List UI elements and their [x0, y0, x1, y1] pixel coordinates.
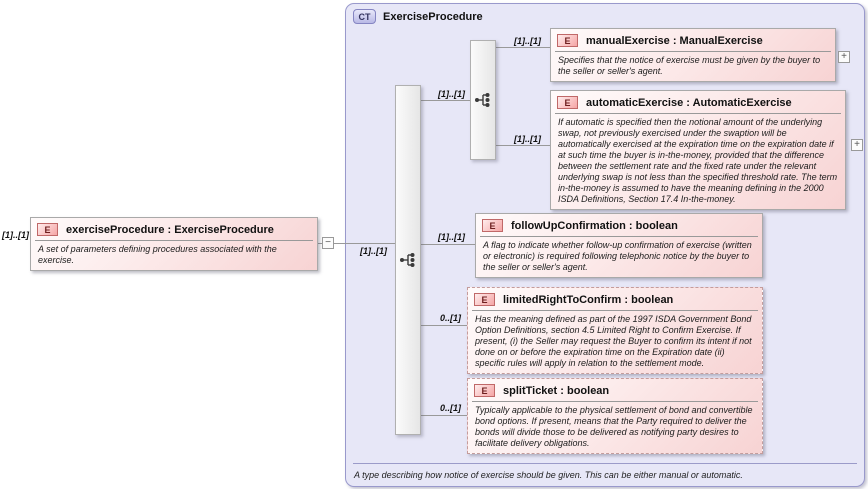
cardinality-label-limited: 0..[1] [440, 313, 462, 323]
cardinality-label-root-to-sequence: [1]..[1] [360, 246, 387, 256]
element-icon: E [474, 384, 495, 397]
cardinality-label-split: 0..[1] [440, 403, 462, 413]
element-annotation: If automatic is specified then the notio… [555, 113, 841, 209]
connector-line-sequence-to-split [421, 415, 467, 416]
connector-line-choice-to-automatic [496, 145, 550, 146]
complex-type-annotation: A type describing how notice of exercise… [354, 470, 743, 480]
expand-button-automaticexercise[interactable]: + [851, 139, 863, 151]
element-annotation: Typically applicable to the physical set… [472, 401, 758, 453]
sequence-icon [400, 253, 415, 267]
connector-line-sequence-to-followup [421, 244, 475, 245]
element-node-manualexercise[interactable]: E manualExercise : ManualExercise Specif… [550, 28, 836, 82]
element-name: splitTicket : boolean [503, 384, 610, 397]
element-annotation: Has the meaning defined as part of the 1… [472, 310, 758, 373]
element-name: limitedRightToConfirm : boolean [503, 293, 674, 306]
complex-type-title: ExerciseProcedure [383, 10, 483, 23]
sequence-connector-bar [395, 85, 421, 435]
cardinality-label-followup: [1]..[1] [438, 232, 465, 242]
element-header: E followUpConfirmation : boolean [476, 214, 762, 236]
cardinality-label-sequence-to-choice: [1]..[1] [438, 89, 465, 99]
element-icon: E [557, 96, 578, 109]
element-icon: E [482, 219, 503, 232]
element-header: E limitedRightToConfirm : boolean [468, 288, 762, 310]
element-name: exerciseProcedure : ExerciseProcedure [66, 223, 274, 236]
choice-icon [475, 93, 490, 107]
element-name: automaticExercise : AutomaticExercise [586, 96, 792, 109]
element-icon: E [474, 293, 495, 306]
element-header: E exerciseProcedure : ExerciseProcedure [31, 218, 317, 240]
choice-connector-bar [470, 40, 496, 160]
connector-line-sequence-to-limited [421, 325, 467, 326]
collapse-button[interactable]: − [322, 237, 334, 249]
element-node-followupconfirmation[interactable]: E followUpConfirmation : boolean A flag … [475, 213, 763, 278]
element-name: followUpConfirmation : boolean [511, 219, 678, 232]
element-header: E manualExercise : ManualExercise [551, 29, 835, 51]
element-header: E automaticExercise : AutomaticExercise [551, 91, 845, 113]
element-icon: E [37, 223, 58, 236]
connector-line-root-to-sequence [318, 243, 395, 244]
element-icon: E [557, 34, 578, 47]
element-node-exerciseprocedure[interactable]: E exerciseProcedure : ExerciseProcedure … [30, 217, 318, 271]
element-node-splitticket[interactable]: E splitTicket : boolean Typically applic… [467, 378, 763, 454]
expand-button-manualexercise[interactable]: + [838, 51, 850, 63]
complex-type-header: CT ExerciseProcedure [353, 9, 483, 24]
cardinality-label-automatic: [1]..[1] [514, 134, 541, 144]
element-annotation: A flag to indicate whether follow-up con… [480, 236, 758, 277]
element-name: manualExercise : ManualExercise [586, 34, 763, 47]
element-node-automaticexercise[interactable]: E automaticExercise : AutomaticExercise … [550, 90, 846, 210]
element-header: E splitTicket : boolean [468, 379, 762, 401]
cardinality-label-root: [1]..[1] [2, 230, 29, 240]
complex-type-icon: CT [353, 9, 376, 24]
element-annotation: Specifies that the notice of exercise mu… [555, 51, 831, 81]
element-annotation: A set of parameters defining procedures … [35, 240, 313, 270]
footer-divider [353, 463, 857, 464]
cardinality-label-manual: [1]..[1] [514, 36, 541, 46]
connector-line-sequence-to-choice [421, 100, 470, 101]
connector-line-choice-to-manual [496, 47, 550, 48]
element-node-limitedrighttoconfirm[interactable]: E limitedRightToConfirm : boolean Has th… [467, 287, 763, 374]
